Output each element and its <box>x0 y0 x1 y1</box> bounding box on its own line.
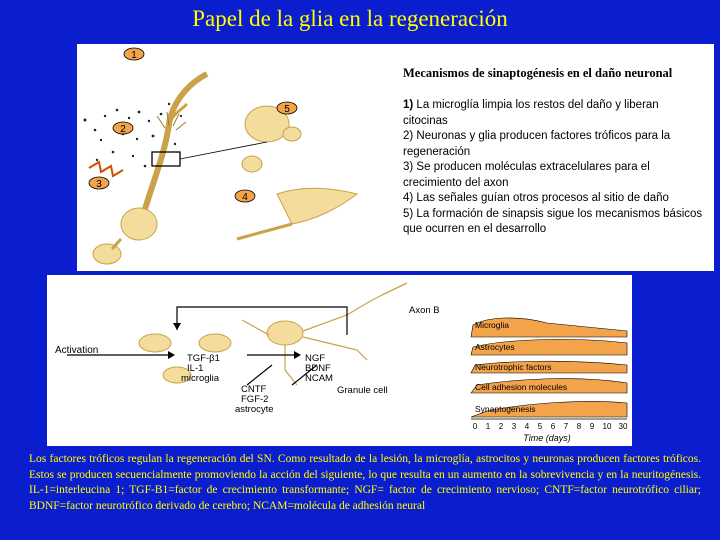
callout-box <box>151 151 181 167</box>
mechanisms-list: 1) La microglía limpia los restos del da… <box>403 98 703 238</box>
microglia-cells <box>241 105 302 173</box>
neuron-soma-large <box>236 187 359 241</box>
svg-text:5: 5 <box>284 104 290 115</box>
svg-text:8: 8 <box>577 422 582 431</box>
bdnf-label: BDNF <box>305 363 331 374</box>
timeline-row-microglia: Microglia <box>470 317 628 338</box>
svg-text:1: 1 <box>131 50 137 61</box>
microglia-label: microglia <box>181 373 220 384</box>
svg-text:9: 9 <box>590 422 595 431</box>
svg-text:Neurotrophic factors: Neurotrophic factors <box>475 362 552 372</box>
marker-5: 5 <box>276 101 298 115</box>
feedback-arrow <box>176 306 348 335</box>
svg-text:7: 7 <box>564 422 569 431</box>
mechanisms-panel: 1 2 3 4 5 Mecanismos de sinaptogénesis e… <box>77 44 714 271</box>
list-item: 5) La formación de sinapsis sigue los me… <box>403 207 703 236</box>
svg-text:10: 10 <box>603 422 612 431</box>
timeline-row-astrocytes: Astrocytes <box>470 339 628 356</box>
svg-text:3: 3 <box>512 422 517 431</box>
svg-text:Synaptogenesis: Synaptogenesis <box>475 404 536 414</box>
neuron-soma <box>120 207 158 241</box>
time-axis-label: Time (days) <box>523 433 570 443</box>
svg-text:2: 2 <box>499 422 504 431</box>
time-ticks: 0 1 2 3 4 5 6 7 8 9 10 30 <box>473 422 628 431</box>
svg-text:1: 1 <box>486 422 491 431</box>
activation-label: Activation <box>55 345 98 356</box>
timeline-chart: Microglia Astrocytes Neurotrophic factor… <box>470 317 628 443</box>
astrocyte-label: astrocyte <box>235 404 274 415</box>
svg-text:Cell adhesion molecules: Cell adhesion molecules <box>475 382 567 392</box>
granule-cell <box>266 320 304 346</box>
fgf2-label: FGF-2 <box>241 394 268 405</box>
debris-dots <box>83 102 183 168</box>
slide-title: Papel de la glia en la regeneración <box>192 6 508 31</box>
regeneration-illustration: 1 2 3 4 5 <box>83 47 359 265</box>
timeline-row-synaptogenesis: Synaptogenesis <box>470 401 628 418</box>
astrocyte-cell <box>198 333 232 353</box>
tgf-label: TGF-β1 <box>187 353 220 364</box>
injury-zigzag-icon <box>88 160 124 178</box>
svg-text:6: 6 <box>551 422 556 431</box>
svg-text:4: 4 <box>525 422 530 431</box>
marker-4: 4 <box>234 189 256 203</box>
microglia-cell <box>138 333 172 353</box>
growth-cone <box>156 111 187 131</box>
axon-shaft <box>139 71 209 220</box>
list-item: 4) Las señales guían otros procesos al s… <box>403 192 669 204</box>
ngf-label: NGF <box>305 353 325 364</box>
svg-text:4: 4 <box>242 192 248 203</box>
timeline-row-adhesion: Cell adhesion molecules <box>470 378 628 394</box>
ncam-label: NCAM <box>305 373 333 384</box>
granule-cell-label: Granule cell <box>337 385 388 396</box>
svg-text:5: 5 <box>538 422 543 431</box>
svg-text:0: 0 <box>473 422 478 431</box>
marker-1: 1 <box>123 47 145 61</box>
svg-text:2: 2 <box>120 124 126 135</box>
list-item: 2) Neuronas y glia producen factores tró… <box>403 130 671 158</box>
svg-text:Astrocytes: Astrocytes <box>475 342 515 352</box>
il1-label: IL-1 <box>187 363 203 374</box>
neuron-soma-small <box>92 243 122 265</box>
axon-b-label: Axon B <box>409 305 440 316</box>
svg-text:Microglia: Microglia <box>475 320 509 330</box>
figure-caption: Los factores tróficos regulan la regener… <box>29 453 701 512</box>
trophic-factor-panel: Activation TGF-β1 IL-1 microglia CNTF FG… <box>47 275 632 446</box>
svg-text:3: 3 <box>96 179 102 190</box>
timeline-row-neurotrophic: Neurotrophic factors <box>470 360 628 374</box>
cntf-label: CNTF <box>241 384 267 395</box>
svg-text:30: 30 <box>619 422 628 431</box>
marker-2: 2 <box>112 121 134 135</box>
axon-b-line <box>381 282 408 296</box>
list-item: 3) Se producen moléculas extracelulares … <box>403 161 650 189</box>
mechanisms-heading: Mecanismos de sinaptogénesis en el daño … <box>403 66 673 80</box>
list-item: 1) La microglía limpia los restos del da… <box>403 99 659 127</box>
marker-3: 3 <box>88 176 110 190</box>
trophic-factor-diagram: Activation TGF-β1 IL-1 microglia CNTF FG… <box>55 282 628 443</box>
